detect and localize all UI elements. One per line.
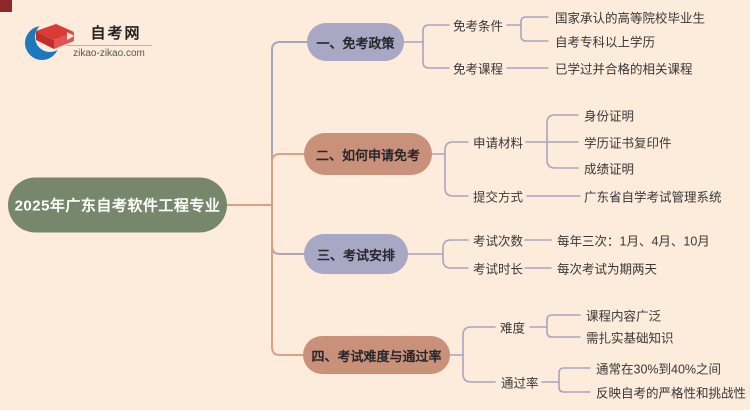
site-logo: 自考网 zikao-zikao.com bbox=[22, 14, 152, 66]
child-label: 申请材料 bbox=[473, 136, 524, 151]
graduation-cap-icon bbox=[25, 22, 74, 60]
leaf-label: 需扎实基础知识 bbox=[586, 331, 674, 346]
child-label: 通过率 bbox=[501, 376, 539, 391]
child-label: 提交方式 bbox=[473, 190, 524, 205]
branch-node-2: 二、如何申请免考 bbox=[304, 133, 432, 175]
leaf-label: 广东省自学考试管理系统 bbox=[584, 190, 722, 205]
branch-node-4: 四、考试难度与通过率 bbox=[303, 336, 450, 374]
child-label: 难度 bbox=[500, 321, 526, 336]
child-label: 免考条件 bbox=[453, 19, 504, 34]
leaf-label: 课程内容广泛 bbox=[586, 309, 662, 324]
site-url: zikao-zikao.com bbox=[73, 48, 145, 59]
leaf-label: 身份证明 bbox=[584, 109, 635, 124]
child-label: 考试时长 bbox=[473, 262, 524, 277]
leaf-label: 国家承认的高等院校毕业生 bbox=[555, 11, 706, 26]
leaf-label: 成绩证明 bbox=[584, 162, 635, 177]
leaf-label: 通常在30%到40%之间 bbox=[596, 362, 722, 377]
child-label: 免考课程 bbox=[453, 62, 504, 77]
child-label: 考试次数 bbox=[473, 234, 524, 249]
leaf-label: 每年三次：1月、4月、10月 bbox=[557, 234, 710, 249]
branch-node-1: 一、免考政策 bbox=[307, 23, 404, 61]
corner-mark bbox=[0, 0, 12, 12]
root-node: 2025年广东自考软件工程专业 bbox=[8, 177, 227, 233]
leaf-label: 每次考试为期两天 bbox=[557, 262, 658, 277]
leaf-label: 反映自考的严格性和挑战性 bbox=[596, 386, 747, 401]
site-name: 自考网 bbox=[90, 25, 142, 42]
leaf-label: 学历证书复印件 bbox=[584, 136, 672, 151]
leaf-label: 自考专科以上学历 bbox=[555, 35, 656, 50]
branch-node-3: 三、考试安排 bbox=[304, 234, 408, 274]
leaf-label: 已学过并合格的相关课程 bbox=[555, 62, 693, 77]
site-divider bbox=[66, 45, 152, 46]
